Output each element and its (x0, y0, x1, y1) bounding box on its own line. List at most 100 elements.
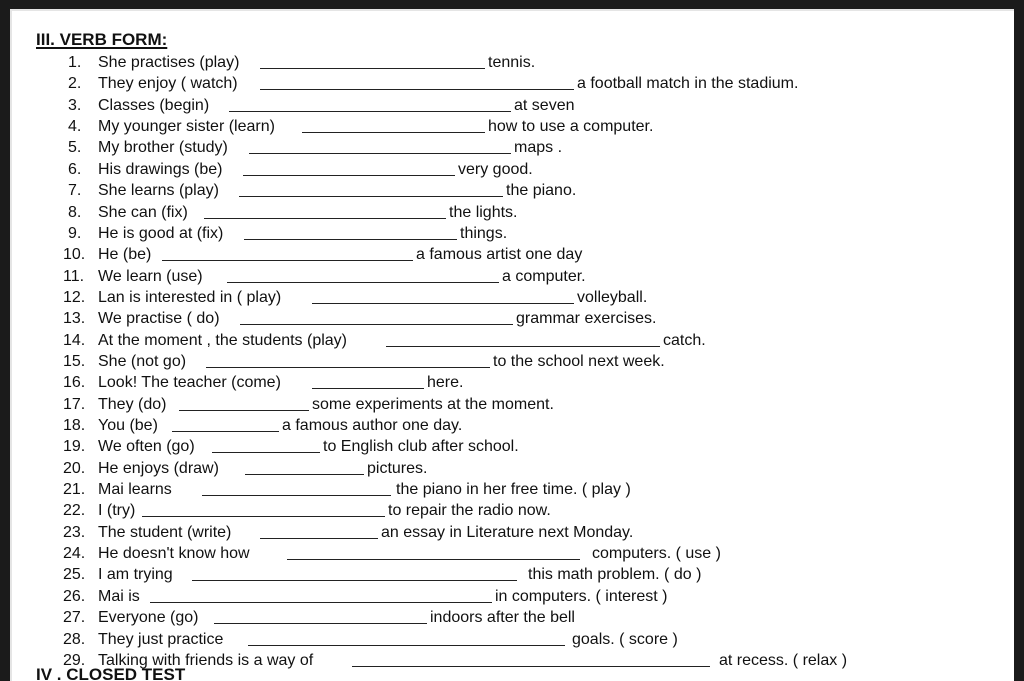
exercise-number: 20. (63, 459, 86, 477)
answer-blank[interactable] (192, 580, 517, 582)
answer-blank[interactable] (244, 238, 457, 240)
exercise-prompt: He (be) (98, 246, 152, 264)
exercise-number: 26. (63, 587, 86, 605)
answer-blank[interactable] (287, 559, 580, 560)
exercise-number: 14. (63, 331, 86, 349)
exercise-continuation: grammar exercises. (516, 310, 657, 328)
exercise-continuation: the piano. (506, 182, 577, 200)
exercise-number: 19. (63, 438, 86, 456)
answer-blank[interactable] (204, 217, 446, 219)
exercise-number: 3. (68, 96, 82, 114)
exercise-continuation: a famous author one day. (282, 417, 463, 434)
exercise-number: 29. (63, 651, 86, 669)
exercise-continuation: very good. (458, 160, 533, 178)
exercise-continuation: computers. ( use ) (592, 545, 721, 562)
exercise-number: 2. (68, 75, 82, 93)
answer-blank[interactable] (206, 366, 490, 368)
answer-blank[interactable] (227, 281, 499, 283)
exercise-continuation: to repair the radio now. (388, 502, 551, 520)
answer-blank[interactable] (162, 260, 413, 262)
answer-blank[interactable] (150, 601, 492, 603)
section-heading-verb-form: III. VERB FORM: (36, 30, 168, 49)
exercise-continuation: how to use a computer. (488, 118, 654, 136)
answer-blank[interactable] (214, 623, 427, 625)
exercise-prompt: She learns (play) (98, 182, 219, 200)
exercise-number: 5. (68, 139, 82, 157)
exercise-number: 17. (63, 395, 86, 413)
exercise-number: 1. (68, 54, 82, 71)
exercise-continuation: at recess. ( relax ) (719, 651, 848, 669)
exercise-continuation: a football match in the stadium. (577, 75, 799, 93)
answer-blank[interactable] (302, 132, 485, 134)
exercise-list: 1. She practises (play) tennis. 2. They enjo… (12, 11, 1014, 681)
exercise-number: 11. (63, 267, 85, 285)
answer-blank[interactable] (386, 345, 660, 347)
exercise-number: 25. (63, 566, 86, 584)
exercise-number: 12. (63, 288, 86, 306)
exercise-continuation: indoors after the bell (430, 609, 575, 627)
exercise-prompt: They (do) (98, 395, 167, 413)
exercise-continuation: tennis. (488, 54, 536, 71)
exercise-prompt: They enjoy ( watch) (98, 75, 238, 93)
exercise-continuation: this math problem. ( do ) (528, 566, 702, 584)
exercise-prompt: My brother (study) (98, 139, 228, 157)
exercise-prompt: They just practice (98, 630, 224, 648)
exercise-prompt: I (try) (98, 502, 136, 520)
answer-blank[interactable] (312, 388, 424, 390)
answer-blank[interactable] (229, 110, 511, 112)
answer-blank[interactable] (260, 537, 378, 539)
exercise-prompt: She practises (play) (98, 54, 240, 71)
answer-blank[interactable] (243, 174, 455, 176)
exercise-number: 6. (68, 160, 82, 178)
exercise-continuation: to English club after school. (323, 438, 519, 456)
answer-blank[interactable] (172, 431, 279, 432)
exercise-number: 28. (63, 630, 86, 648)
answer-blank[interactable] (239, 196, 503, 198)
exercise-prompt: At the moment , the students (play) (98, 331, 348, 349)
exercise-prompt: We learn (use) (98, 267, 203, 285)
answer-blank[interactable] (260, 89, 574, 91)
exercise-number: 22. (63, 502, 86, 520)
answer-blank[interactable] (245, 473, 364, 475)
exercise-continuation: volleyball. (577, 288, 648, 306)
answer-blank[interactable] (142, 516, 385, 518)
exercise-number: 4. (68, 118, 82, 136)
answer-blank[interactable] (312, 302, 574, 304)
answer-blank[interactable] (248, 644, 565, 646)
exercise-prompt: I am trying (98, 566, 173, 584)
exercise-prompt: Mai learns (98, 481, 172, 498)
exercise-number: 16. (63, 374, 86, 392)
exercise-prompt: Lan is interested in ( play) (98, 288, 282, 306)
exercise-continuation: in computers. ( interest ) (495, 587, 668, 605)
answer-blank[interactable] (202, 495, 391, 496)
answer-blank[interactable] (212, 452, 320, 454)
exercise-continuation: things. (460, 224, 508, 242)
exercise-continuation: some experiments at the moment. (312, 395, 554, 413)
answer-blank[interactable] (240, 324, 513, 326)
exercise-continuation: a computer. (502, 267, 586, 285)
exercise-number: 13. (63, 310, 86, 328)
exercise-number: 18. (63, 417, 86, 434)
exercise-prompt: Classes (begin) (98, 96, 210, 114)
exercise-prompt: She can (fix) (98, 203, 188, 221)
exercise-prompt: We practise ( do) (98, 310, 220, 328)
exercise-number: 9. (68, 224, 82, 242)
exercise-continuation: goals. ( score ) (572, 630, 678, 648)
exercise-prompt: Look! The teacher (come) (98, 374, 281, 392)
exercise-continuation: to the school next week. (493, 352, 665, 370)
answer-blank[interactable] (249, 153, 511, 155)
exercise-continuation: the piano in her free time. ( play ) (396, 481, 631, 498)
exercise-continuation: an essay in Literature next Monday. (381, 523, 634, 541)
section-heading-closed-test: IV . CLOSED TEST (36, 665, 186, 681)
answer-blank[interactable] (352, 665, 710, 667)
answer-blank[interactable] (260, 68, 485, 69)
exercise-prompt: We often (go) (98, 438, 195, 456)
exercise-prompt: He enjoys (draw) (98, 459, 219, 477)
exercise-prompt: He is good at (fix) (98, 224, 224, 242)
exercise-number: 23. (63, 523, 86, 541)
answer-blank[interactable] (179, 409, 309, 411)
exercise-prompt: He doesn't know how (98, 545, 250, 562)
exercise-prompt: You (be) (98, 417, 158, 434)
exercise-continuation: the lights. (449, 203, 518, 221)
exercise-prompt: Mai is (98, 587, 140, 605)
